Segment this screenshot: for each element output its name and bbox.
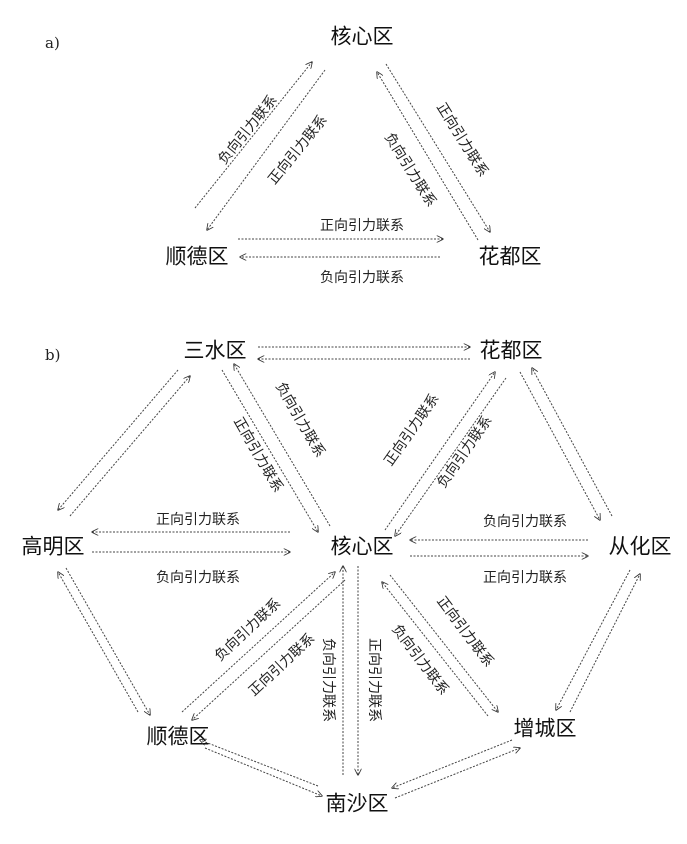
label-core-shunde: 正向引力联系 [265, 112, 330, 187]
panel-a: a) 核心区 顺德区 花都区 负向引力联系 正向引力联系 正向引力联系 负向引力… [45, 25, 542, 287]
node-shunde: 顺德区 [147, 725, 210, 749]
node-sanshui: 三水区 [184, 339, 247, 363]
label-huadu-shunde: 负向引力联系 [320, 270, 404, 286]
node-huadu: 花都区 [480, 339, 543, 363]
label-sanshui-neg: 负向引力联系 [272, 380, 328, 461]
panel-a-label: a) [45, 34, 60, 52]
label-huadu-neg: 负向引力联系 [434, 413, 495, 491]
label-nansha-neg: 负向引力联系 [320, 638, 336, 722]
core-edges [92, 364, 588, 775]
label-zengcheng-neg: 负向引力联系 [388, 622, 451, 699]
node-gaoming: 高明区 [22, 535, 85, 559]
label-core-huadu: 正向引力联系 [433, 100, 491, 180]
label-sanshui-pos: 正向引力联系 [230, 415, 286, 496]
label-shunde-huadu: 正向引力联系 [320, 218, 404, 234]
label-huadu-core: 负向引力联系 [381, 130, 439, 210]
label-huadu-pos: 正向引力联系 [381, 391, 442, 469]
node-nansha: 南沙区 [326, 792, 389, 816]
ring-edges [58, 347, 640, 799]
label-conghua-neg: 负向引力联系 [483, 514, 567, 530]
panel-b: b) 三水区 花都区 高明区 核心区 从化区 顺德区 增城区 南沙区 [22, 339, 672, 816]
label-conghua-pos: 正向引力联系 [483, 570, 567, 586]
edge-core-huadu [385, 63, 490, 232]
label-nansha-pos: 正向引力联系 [366, 638, 382, 722]
label-shunde-neg: 负向引力联系 [212, 596, 284, 665]
label-gaoming-pos: 正向引力联系 [156, 512, 240, 528]
label-zengcheng-pos: 正向引力联系 [433, 594, 496, 671]
node-conghua: 从化区 [609, 535, 672, 559]
edge-core-shunde [207, 69, 326, 230]
edge-shunde-core [194, 62, 312, 209]
node-core: 核心区 [331, 25, 394, 49]
node-core: 核心区 [331, 535, 394, 559]
edge-huadu-core [377, 72, 479, 241]
node-shunde: 顺德区 [166, 245, 229, 269]
node-huadu: 花都区 [479, 245, 542, 269]
label-shunde-pos: 正向引力联系 [246, 631, 318, 700]
label-shunde-core: 负向引力联系 [215, 92, 280, 167]
label-gaoming-neg: 负向引力联系 [156, 570, 240, 586]
node-zengcheng: 增城区 [514, 717, 577, 741]
panel-b-label: b) [45, 346, 60, 364]
